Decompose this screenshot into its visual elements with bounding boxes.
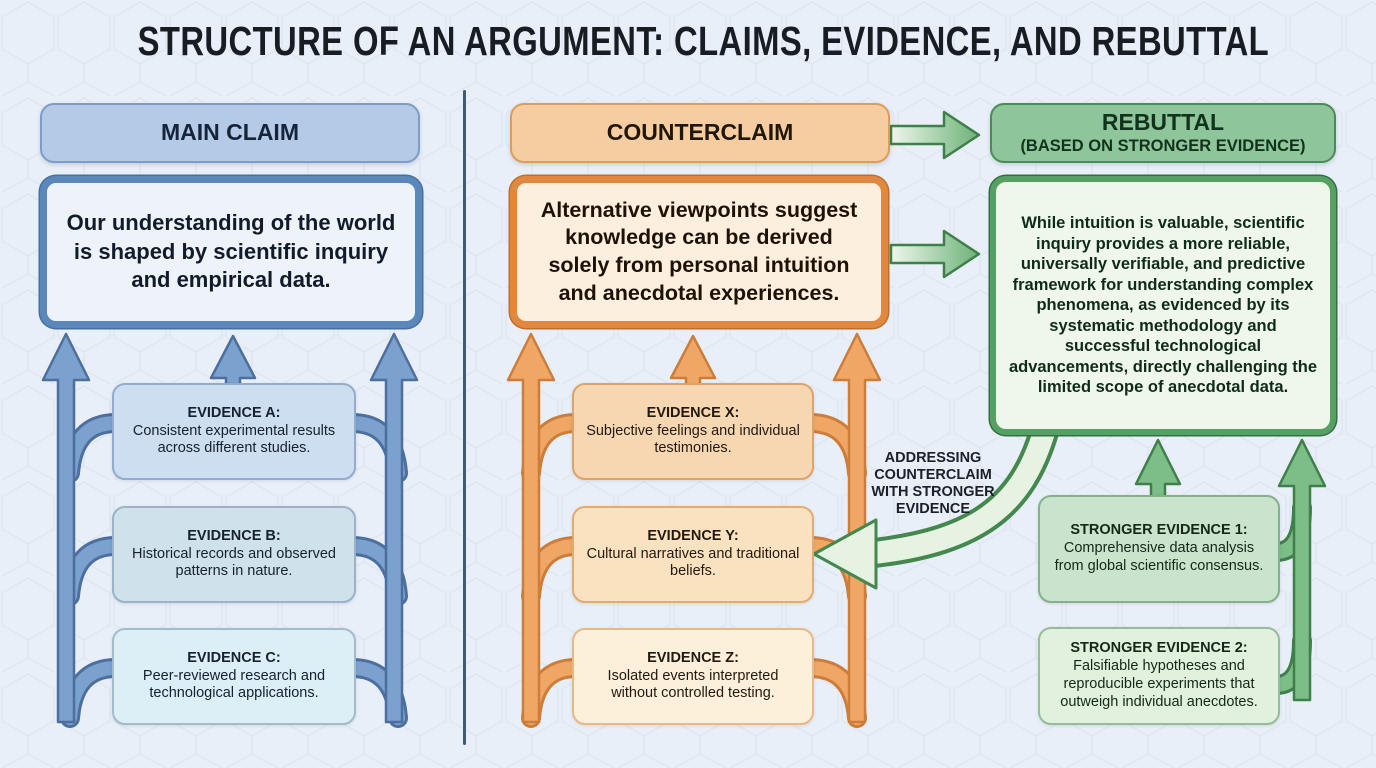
evidence-c-box: EVIDENCE C: Peer-reviewed research and t…: [112, 628, 356, 725]
left-arrowhead: [812, 518, 878, 590]
main-claim-header-label: MAIN CLAIM: [161, 119, 299, 146]
blue-up-arrow-middle: [209, 334, 257, 388]
stronger-evidence-1-text: Comprehensive data analysis from global …: [1054, 540, 1264, 574]
evidence-b-box: EVIDENCE B: Historical records and obser…: [112, 506, 356, 603]
rebuttal-box: While intuition is valuable, scientific …: [990, 176, 1336, 435]
blue-up-arrow-right: [369, 332, 419, 724]
evidence-x-text: Subjective feelings and individual testi…: [586, 422, 800, 457]
stronger-evidence-2-box: STRONGER EVIDENCE 2: Falsifiable hypothe…: [1038, 627, 1280, 725]
evidence-c-text: Peer-reviewed research and technological…: [142, 667, 326, 702]
counterclaim-header: COUNTERCLAIM: [510, 103, 890, 163]
stronger-evidence-2-title: STRONGER EVIDENCE 2:: [1070, 640, 1248, 657]
orange-up-arrow-middle: [669, 334, 717, 388]
orange-up-arrow-left: [506, 332, 556, 724]
rebuttal-header: REBUTTAL (BASED ON STRONGER EVIDENCE): [990, 103, 1336, 163]
evidence-b-title: EVIDENCE B:: [187, 527, 281, 544]
addressing-counterclaim-arrow: [812, 417, 1059, 590]
rebuttal-header-sublabel: (BASED ON STRONGER EVIDENCE): [1020, 137, 1306, 156]
page-title: STRUCTURE OF AN ARGUMENT: CLAIMS, EVIDEN…: [137, 18, 1270, 64]
counterclaim-header-label: COUNTERCLAIM: [606, 119, 794, 146]
rebuttal-header-label: REBUTTAL: [1101, 109, 1225, 136]
main-claim-box: Our understanding of the world is shaped…: [40, 176, 422, 328]
counterclaim-box: Alternative viewpoints suggest knowledge…: [510, 176, 888, 328]
evidence-z-box: EVIDENCE Z: Isolated events interpreted …: [572, 628, 814, 725]
addressing-counterclaim-label: ADDRESSING COUNTERCLAIM WITH STRONGER EV…: [871, 450, 995, 518]
green-up-arrow-right: [1277, 438, 1327, 702]
main-claim-text: Our understanding of the world is shaped…: [66, 210, 396, 293]
evidence-z-title: EVIDENCE Z:: [647, 649, 739, 666]
evidence-c-title: EVIDENCE C:: [187, 649, 281, 666]
evidence-a-box: EVIDENCE A: Consistent experimental resu…: [112, 383, 356, 480]
evidence-y-title: EVIDENCE Y:: [647, 527, 739, 544]
evidence-x-box: EVIDENCE X: Subjective feelings and indi…: [572, 383, 814, 480]
counterclaim-text: Alternative viewpoints suggest knowledge…: [540, 197, 858, 305]
green-up-arrow-middle: [1134, 438, 1182, 499]
stronger-evidence-2-text: Falsifiable hypotheses and reproducible …: [1060, 658, 1258, 710]
section-divider: [463, 90, 466, 745]
evidence-a-text: Consistent experimental results across d…: [132, 422, 336, 457]
blue-evidence-connectors: [41, 332, 419, 728]
stronger-evidence-1-box: STRONGER EVIDENCE 1: Comprehensive data …: [1038, 495, 1280, 603]
stronger-evidence-1-title: STRONGER EVIDENCE 1:: [1070, 522, 1248, 539]
green-evidence-connectors: [1134, 438, 1327, 702]
evidence-x-title: EVIDENCE X:: [646, 404, 740, 421]
evidence-b-text: Historical records and observed patterns…: [132, 545, 336, 580]
right-arrow-header-level: [889, 110, 981, 160]
rebuttal-text: While intuition is valuable, scientific …: [1008, 214, 1318, 397]
right-arrow-body-level: [889, 229, 981, 279]
blue-up-arrow-left: [41, 332, 91, 724]
evidence-z-text: Isolated events interpreted without cont…: [607, 667, 779, 702]
evidence-a-title: EVIDENCE A:: [187, 404, 281, 421]
evidence-y-box: EVIDENCE Y: Cultural narratives and trad…: [572, 506, 814, 603]
orange-up-arrow-right: [832, 332, 882, 724]
evidence-y-text: Cultural narratives and traditional beli…: [586, 545, 800, 580]
counterclaim-to-rebuttal-arrows: [889, 110, 981, 279]
main-claim-header: MAIN CLAIM: [40, 103, 420, 163]
